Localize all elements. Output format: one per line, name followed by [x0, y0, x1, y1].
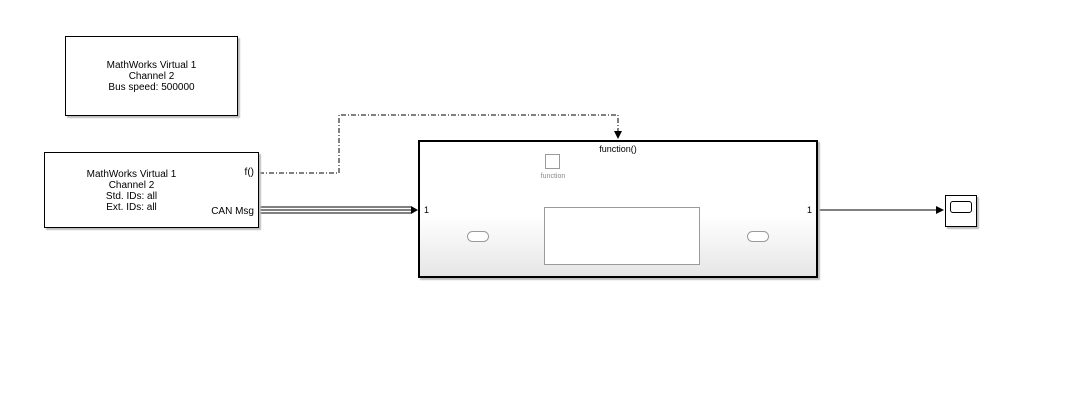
can-configuration-block[interactable]: MathWorks Virtual 1 Channel 2 Bus speed:… — [65, 36, 238, 116]
receive-line: Std. IDs: all — [105, 191, 158, 202]
can-msg-port-label: CAN Msg — [211, 206, 254, 217]
receive-line: Channel 2 — [108, 180, 155, 191]
inner-block — [544, 207, 700, 265]
config-line: Bus speed: 500000 — [108, 82, 195, 93]
config-line: MathWorks Virtual 1 — [106, 60, 197, 71]
scope-block[interactable] — [945, 195, 977, 227]
can-receive-block[interactable]: MathWorks Virtual 1 Channel 2 Std. IDs: … — [44, 152, 259, 228]
inner-outport — [747, 231, 769, 242]
receive-block-text: MathWorks Virtual 1 Channel 2 Std. IDs: … — [45, 169, 218, 213]
subsystem-output-port-number: 1 — [806, 205, 812, 215]
function-call-port-label: f() — [244, 167, 254, 178]
can-msg-line[interactable] — [259, 206, 418, 214]
trigger-port-icon — [545, 154, 560, 169]
config-line: Channel 2 — [128, 71, 175, 82]
receive-line: Ext. IDs: all — [106, 202, 157, 213]
receive-line: MathWorks Virtual 1 — [86, 169, 177, 180]
function-call-line[interactable] — [259, 114, 622, 174]
inner-inport — [467, 231, 489, 242]
config-block-text: MathWorks Virtual 1 Channel 2 Bus speed:… — [66, 60, 237, 93]
subsystem-input-port-number: 1 — [424, 205, 430, 215]
trigger-port-label: function — [540, 173, 566, 180]
scope-icon — [950, 201, 972, 213]
subsystem-title: function() — [599, 144, 637, 154]
function-call-subsystem[interactable]: function() 1 1 function — [418, 140, 818, 278]
